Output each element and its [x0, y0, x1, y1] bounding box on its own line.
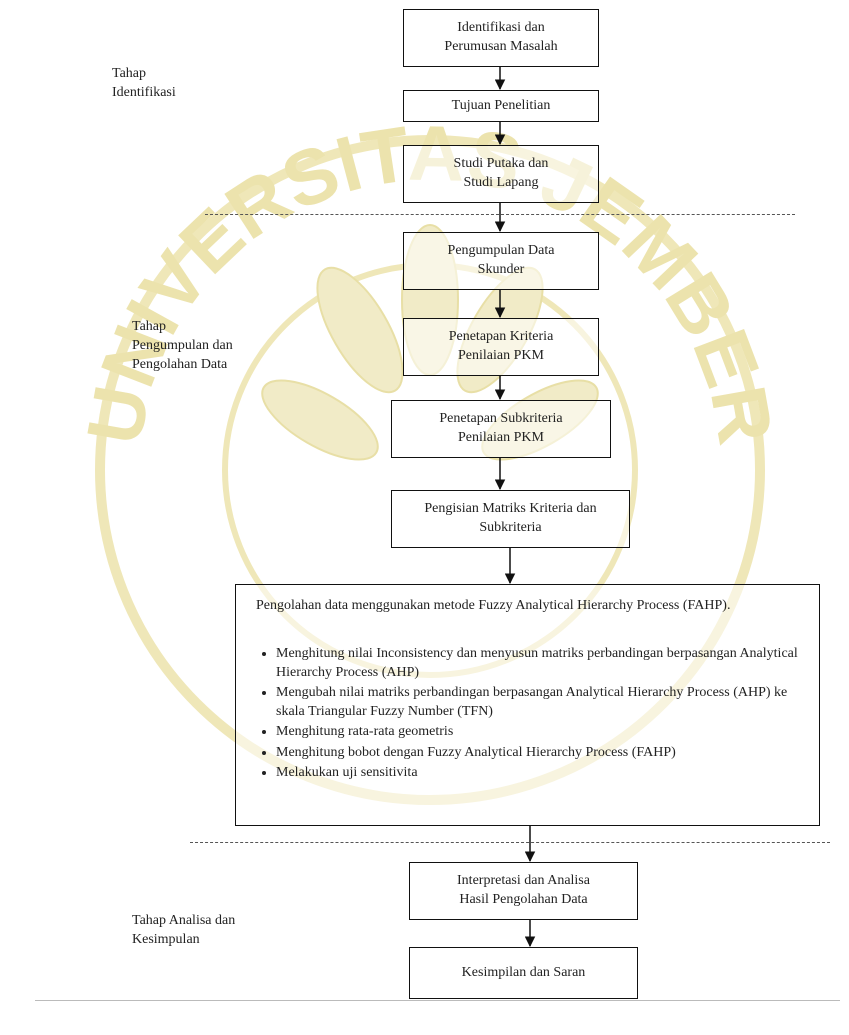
stage-separator-2: [190, 842, 830, 843]
fahp-step-item: Menghitung rata-rata geometris: [276, 723, 807, 741]
fahp-step-item: Menghitung bobot dengan Fuzzy Analytical…: [276, 744, 807, 762]
fahp-step-item: Menghitung nilai Inconsistency dan menyu…: [276, 645, 807, 682]
fahp-intro-text: Pengolahan data menggunakan metode Fuzzy…: [256, 598, 731, 613]
stage-label-analysis: Tahap Analisa dan Kesimpulan: [132, 913, 236, 947]
step-conclusion-box: Kesimpilan dan Saran: [409, 947, 638, 999]
stage-label-identification: Tahap Identifikasi: [112, 66, 176, 100]
page-footer-divider: [35, 1000, 840, 1001]
fahp-step-item: Mengubah nilai matriks perbandingan berp…: [276, 684, 807, 721]
step-objectives-box: Tujuan Penelitian: [403, 90, 599, 122]
fahp-step-item: Melakukan uji sensitivita: [276, 764, 807, 782]
step-fahp-processing-box: Pengolahan data menggunakan metode Fuzzy…: [235, 584, 820, 826]
stage-label-collection: Tahap Pengumpulan dan Pengolahan Data: [132, 319, 233, 372]
stage-separator-1: [205, 214, 795, 215]
fahp-steps-list: Menghitung nilai Inconsistency dan menyu…: [256, 645, 807, 782]
